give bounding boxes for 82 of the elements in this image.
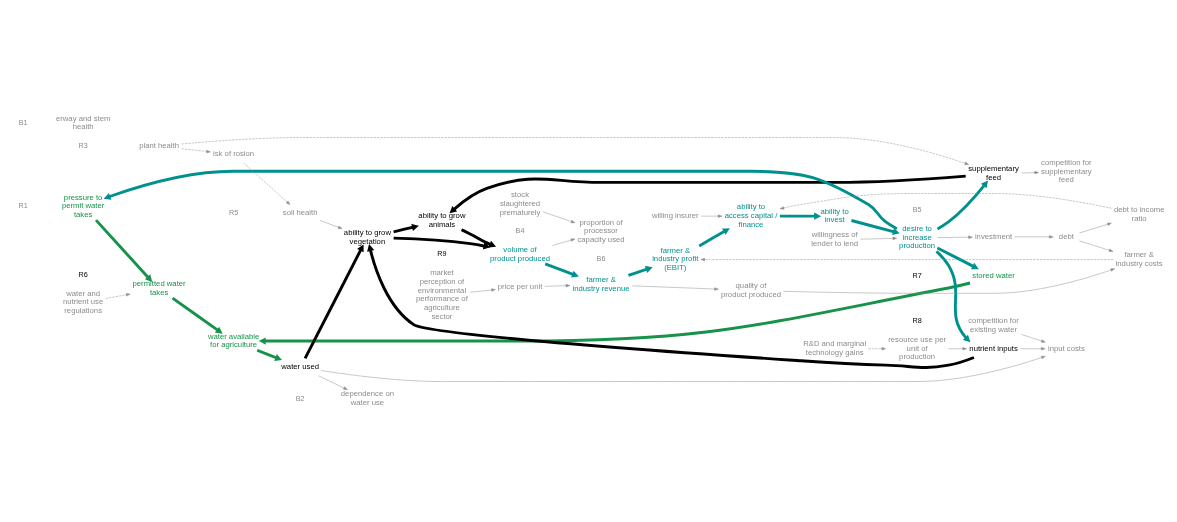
node-text: water available for agriculture	[207, 331, 260, 350]
node-text: farmer & industry revenue	[572, 275, 630, 293]
node-text: stock slaughtered prematurely	[499, 190, 541, 217]
arrow	[700, 257, 1114, 262]
arrow	[783, 268, 1115, 294]
arrow	[542, 211, 576, 224]
arrow	[318, 375, 348, 390]
arrow	[868, 347, 886, 351]
arrow	[1020, 347, 1046, 351]
arrow	[256, 348, 283, 361]
arrow	[449, 174, 966, 214]
node-text: input costs	[1047, 343, 1085, 353]
arrow	[1021, 171, 1039, 175]
node-text: farmer & industry profit (EBIT)	[652, 245, 699, 273]
arrow	[319, 220, 343, 229]
node-text: price per unit	[497, 281, 543, 291]
arrow	[779, 193, 1112, 210]
arrow	[321, 356, 1046, 382]
arrow	[698, 228, 730, 248]
node-text: debt	[1058, 231, 1074, 241]
node-text: quality of product produced	[721, 280, 781, 299]
node-text: competition for supplementary feed	[1041, 157, 1092, 185]
node-text: ability to grow animals	[418, 210, 466, 229]
arrow	[544, 284, 571, 288]
arrow	[470, 288, 496, 293]
node-text: volume of product produced	[490, 245, 551, 263]
node-text: competition for existing water	[968, 316, 1019, 334]
arrow	[460, 228, 497, 248]
node-text: stored water	[972, 271, 1015, 281]
arrow	[935, 250, 971, 343]
node-text: permitted water takes	[132, 279, 186, 298]
node-text: proportion of processor capacity used	[577, 217, 625, 245]
arrow	[1079, 222, 1112, 234]
arrow	[393, 223, 419, 234]
node-text: desire to increase production	[899, 224, 936, 251]
arrow	[303, 244, 364, 360]
arrow	[544, 262, 579, 278]
arrow	[258, 281, 971, 345]
arrow	[367, 244, 975, 369]
arrow	[243, 162, 291, 205]
arrow	[631, 285, 719, 291]
node-text: pressure to permit water takes	[61, 192, 105, 220]
arrow	[393, 236, 491, 250]
node-text: willing insurer	[651, 210, 699, 220]
arrow	[860, 236, 897, 240]
node-text: farmer & industry costs	[1115, 250, 1163, 268]
arrow	[1021, 334, 1046, 343]
arrow	[105, 293, 131, 299]
arrow	[181, 148, 211, 154]
node-text: soil health	[282, 208, 318, 218]
node-text: ability to invest	[820, 206, 849, 225]
node-text: water used	[281, 361, 319, 371]
node-text: plant health	[139, 141, 180, 151]
node-text: market perception of environmental performance of agriculture sector	[416, 268, 468, 321]
arrow	[171, 297, 223, 334]
node-text: water and nutrient use regulations	[63, 288, 104, 315]
node-text: resource use per unit of production	[888, 334, 947, 362]
node-text: isk of rosion	[213, 149, 255, 159]
arrow	[103, 169, 898, 231]
arrow	[779, 212, 822, 220]
arrow	[851, 219, 900, 236]
node-text: supplementary feed	[968, 164, 1019, 182]
node-text: nutrient inputs	[969, 343, 1018, 353]
node-text: dependence on water use	[340, 389, 394, 408]
arrow	[1079, 240, 1114, 252]
node-text: investment	[974, 231, 1013, 241]
node-text: debt to income ratio	[1113, 205, 1165, 223]
arrow	[937, 235, 973, 239]
node-text: R&D and marginal technology gains	[803, 339, 867, 357]
arrow	[94, 219, 153, 282]
arrow	[627, 265, 653, 277]
arrow	[552, 238, 576, 246]
arrow	[936, 180, 989, 231]
arrow	[701, 214, 723, 218]
node-text: ability to access capital / finance	[724, 202, 778, 229]
node-text: erway and stem health	[55, 113, 111, 132]
arrow	[1014, 235, 1054, 239]
arrow	[936, 246, 979, 270]
node-text: ability to grow vegetation	[343, 228, 391, 247]
node-text: willingness of lender to lend	[811, 230, 859, 248]
arrow	[181, 137, 969, 165]
arrow	[948, 347, 967, 351]
